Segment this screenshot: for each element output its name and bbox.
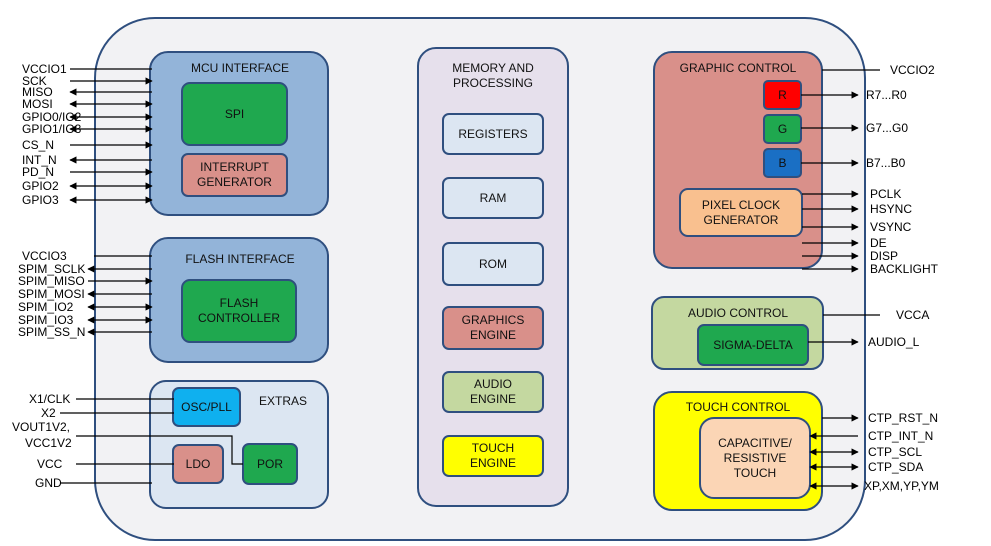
pin-spim-io2: SPIM_IO2 (18, 300, 74, 314)
pin-ctp-sda: CTP_SDA (868, 460, 924, 474)
r-label: R (778, 87, 787, 102)
graphic-control-title: GRAPHIC CONTROL (679, 61, 797, 75)
pin-spim-sclk: SPIM_SCLK (18, 262, 86, 276)
pin-hsync: HSYNC (870, 202, 913, 216)
ram-box (442, 177, 544, 219)
interrupt-label: INTERRUPT GENERATOR (197, 160, 272, 189)
pin-r: R7...R0 (866, 88, 907, 102)
pin-vcc: VCC (37, 457, 63, 471)
pin-mosi: MOSI (22, 97, 53, 111)
pin-gpio1: GPIO1/IO3 (22, 122, 82, 136)
pin-vsync: VSYNC (870, 220, 912, 234)
ram-label: RAM (479, 190, 507, 205)
pin-gpio2: GPIO2 (22, 179, 59, 193)
pin-pclk: PCLK (870, 187, 902, 201)
pin-vccio1: VCCIO1 (22, 62, 67, 76)
pin-pd: PD_N (22, 165, 55, 179)
graphics-engine-label: GRAPHICS ENGINE (461, 313, 525, 342)
rom-box (442, 242, 544, 286)
pin-spim-io3: SPIM_IO3 (18, 313, 74, 327)
pin-de: DE (870, 236, 887, 250)
registers-box (442, 113, 544, 155)
rom-label: ROM (479, 256, 507, 271)
audio-engine-label: AUDIO ENGINE (469, 377, 516, 406)
pin-gpio0: GPIO0/IO2 (22, 110, 82, 124)
capacitive-touch-label: CAPACITIVE/ RESISTIVE TOUCH (718, 435, 792, 480)
sigma-delta-box (697, 324, 809, 366)
mcu-interface-title: MCU INTERFACE (190, 61, 289, 75)
audio-control-title: AUDIO CONTROL (687, 306, 788, 320)
touch-engine-box (442, 435, 544, 477)
pin-audio-l: AUDIO_L (868, 335, 920, 349)
spi-label: SPI (224, 106, 245, 121)
osc-box (172, 387, 241, 427)
pin-miso: MISO (22, 85, 53, 99)
flash-controller-label: FLASH CONTROLLER (197, 296, 280, 325)
pin-gnd: GND (35, 476, 62, 490)
interrupt-box (181, 153, 288, 197)
pin-sck: SCK (22, 74, 47, 88)
pixel-clock-box (679, 188, 803, 237)
audio-engine-box (442, 371, 544, 413)
pin-gpio3: GPIO3 (22, 193, 59, 207)
right-pin-lines (801, 69, 880, 490)
ldo-label: LDO (185, 456, 211, 471)
flash-controller-box (181, 279, 297, 343)
g-label: G (777, 121, 788, 136)
pin-vout: VOUT1V2, (12, 420, 71, 434)
registers-label: REGISTERS (458, 126, 528, 141)
pin-ctp-rst: CTP_RST_N (868, 411, 939, 425)
extras-title: EXTRAS (258, 394, 307, 408)
osc-label: OSC/PLL (181, 399, 232, 414)
pin-int: INT_N (22, 153, 57, 167)
touch-control-title: TOUCH CONTROL (685, 400, 791, 414)
pin-cs: CS_N (22, 138, 55, 152)
por-label: POR (256, 456, 283, 471)
b-label: B (778, 155, 787, 170)
pin-vcc1v2: VCC1V2 (25, 436, 72, 450)
flash-interface-title: FLASH INTERFACE (185, 252, 295, 266)
pin-x2: X2 (41, 406, 56, 420)
pin-backlight: BACKLIGHT (870, 262, 939, 276)
pin-disp: DISP (870, 249, 899, 263)
pin-spim-miso: SPIM_MISO (18, 274, 85, 288)
left-pin-lines (60, 68, 243, 484)
pin-vccio2: VCCIO2 (890, 63, 935, 77)
spi-box (181, 82, 288, 146)
graphics-engine-box (442, 306, 544, 350)
pin-spim-ss: SPIM_SS_N (18, 325, 86, 339)
capacitive-touch-box (699, 417, 811, 499)
memory-title: MEMORY AND PROCESSING (452, 61, 534, 90)
pixel-clock-label: PIXEL CLOCK GENERATOR (701, 197, 781, 227)
pin-vccio3: VCCIO3 (22, 249, 67, 263)
pin-xp: XP,XM,YP,YM (864, 479, 939, 493)
pin-ctp-scl: CTP_SCL (868, 445, 923, 459)
pin-ctp-int: CTP_INT_N (868, 429, 934, 443)
pin-spim-mosi: SPIM_MOSI (18, 287, 85, 301)
pin-b: B7...B0 (866, 156, 906, 170)
g-box (763, 114, 802, 144)
pin-g: G7...G0 (866, 121, 909, 135)
sigma-delta-label: SIGMA-DELTA (713, 337, 793, 352)
pin-x1: X1/CLK (29, 392, 71, 406)
touch-engine-label: TOUCH ENGINE (469, 441, 516, 470)
pin-vcca: VCCA (896, 308, 930, 322)
